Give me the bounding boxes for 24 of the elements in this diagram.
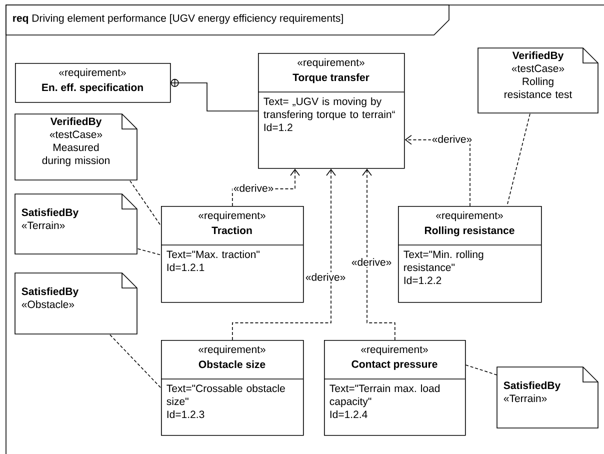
title-tab: req Driving element performance [UGV energy efficiency requirements]: [6, 4, 450, 36]
edge-label: «derive»: [232, 183, 275, 193]
requirement-box: «requirement» Contact pressure Text="Terrain max. load capacity" Id=1.2.4: [324, 340, 466, 436]
note-box: SatisfiedBy «Terrain»: [14, 194, 138, 254]
derive-arrow: [232, 168, 336, 340]
note-box: SatisfiedBy «Terrain»: [496, 366, 598, 428]
requirement-box: «requirement» En. eff. specification: [15, 63, 171, 103]
note-box: VerifiedBy «testCase» Measured during mission: [14, 114, 138, 180]
trace-line: [130, 180, 162, 226]
trace-line: [137, 248, 162, 256]
edge-label: «derive»: [350, 257, 393, 267]
trace-line: [465, 364, 498, 376]
requirement-box: «requirement» Rolling resistance Text="Min. rolling resistance" Id=1.2.2: [398, 206, 542, 303]
containment-line: [170, 78, 258, 112]
note-box: SatisfiedBy «Obstacle»: [14, 272, 138, 334]
derive-arrow: [362, 168, 396, 340]
requirement-box: «requirement» Torque transfer Text= „UGV is moving by transfering torque to terrain“ Id=1.2: [258, 53, 405, 169]
edge-label: «derive»: [430, 134, 474, 144]
requirement-box: «requirement» Traction Text="Max. traction" Id=1.2.1: [160, 206, 304, 303]
note-box: VerifiedBy «testCase» Rolling resistance test: [478, 48, 598, 114]
trace-line: [506, 113, 530, 206]
requirement-box: «requirement» Obstacle size Text="Crossable obstacle size" Id=1.2.3: [160, 340, 304, 436]
trace-line: [110, 334, 162, 388]
edge-label: «derive»: [304, 272, 347, 282]
